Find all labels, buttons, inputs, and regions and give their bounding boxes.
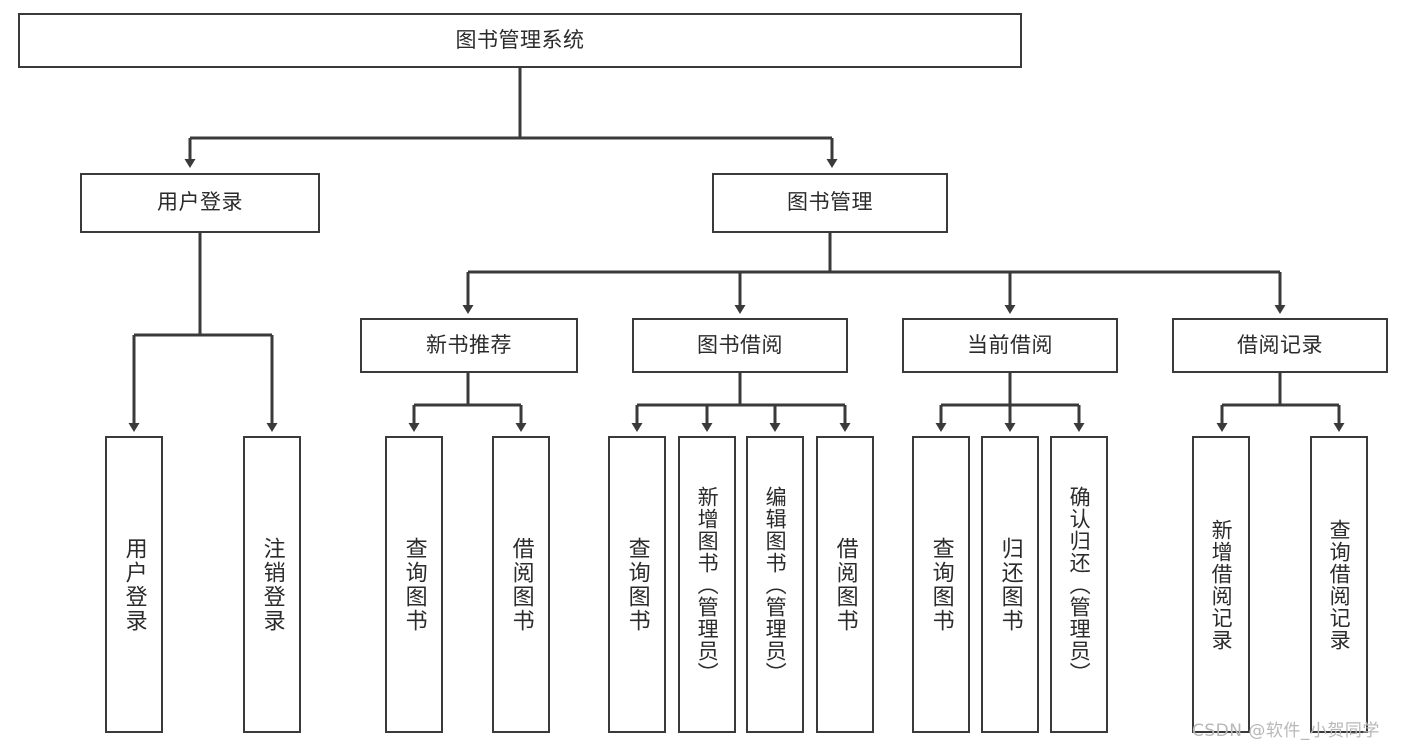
leaf-add-book[interactable]: 新增图书（管理员） — [678, 436, 736, 733]
node-label: 新增借阅记录 — [1209, 518, 1234, 651]
node-borrow-record[interactable]: 借阅记录 — [1172, 318, 1388, 373]
node-label: 查询图书 — [624, 536, 650, 633]
leaf-borrow-book-2[interactable]: 借阅图书 — [816, 436, 874, 733]
leaf-user-logout[interactable]: 注销登录 — [243, 436, 301, 733]
leaf-query-book-1[interactable]: 查询图书 — [385, 436, 443, 733]
leaf-query-book-3[interactable]: 查询图书 — [912, 436, 970, 733]
node-new-book-rec[interactable]: 新书推荐 — [360, 318, 578, 373]
node-label: 确认归还（管理员） — [1067, 485, 1092, 684]
node-book-borrow[interactable]: 图书借阅 — [632, 318, 848, 373]
leaf-user-login[interactable]: 用户登录 — [105, 436, 163, 733]
node-label: 图书管理 — [787, 190, 873, 215]
leaf-add-record[interactable]: 新增借阅记录 — [1192, 436, 1250, 733]
leaf-confirm-return[interactable]: 确认归还（管理员） — [1050, 436, 1108, 733]
node-label: 新书推荐 — [426, 332, 512, 357]
node-label: 编辑图书（管理员） — [763, 485, 788, 684]
node-label: 归还图书 — [997, 536, 1023, 633]
node-root-system[interactable]: 图书管理系统 — [18, 13, 1022, 68]
node-label: 用户登录 — [157, 190, 243, 215]
node-label: 查询借阅记录 — [1327, 518, 1352, 651]
leaf-return-book[interactable]: 归还图书 — [981, 436, 1039, 733]
node-label: 图书管理系统 — [455, 27, 585, 52]
node-label: 借阅图书 — [832, 536, 858, 633]
node-label: 查询图书 — [401, 536, 427, 633]
node-label: 用户登录 — [121, 536, 147, 633]
node-label: 借阅图书 — [508, 536, 534, 633]
node-label: 借阅记录 — [1237, 332, 1323, 357]
node-user-login[interactable]: 用户登录 — [80, 173, 320, 233]
node-label: 注销登录 — [259, 536, 285, 633]
node-book-manage[interactable]: 图书管理 — [712, 173, 948, 233]
leaf-query-record[interactable]: 查询借阅记录 — [1310, 436, 1368, 733]
node-label: 当前借阅 — [967, 332, 1053, 357]
node-current-borrow[interactable]: 当前借阅 — [902, 318, 1118, 373]
csdn-watermark: CSDN @软件_小贺同学 — [1192, 721, 1380, 741]
leaf-edit-book[interactable]: 编辑图书（管理员） — [746, 436, 804, 733]
node-label: 查询图书 — [928, 536, 954, 633]
node-label: 新增图书（管理员） — [695, 485, 720, 684]
leaf-query-book-2[interactable]: 查询图书 — [608, 436, 666, 733]
leaf-borrow-book-1[interactable]: 借阅图书 — [492, 436, 550, 733]
node-label: 图书借阅 — [697, 332, 783, 357]
